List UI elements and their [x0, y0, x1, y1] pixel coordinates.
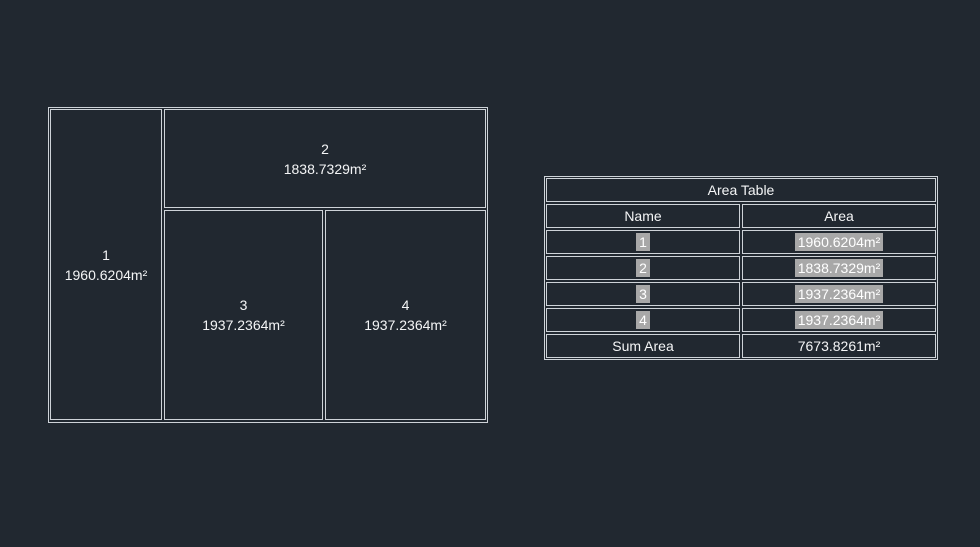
name-field-3[interactable]: 3 [636, 285, 650, 303]
parcel-4-area-label: 1937.2364m² [364, 317, 447, 333]
parcel-4[interactable]: 4 1937.2364m² [325, 210, 486, 420]
parcel-2-label: 2 [321, 140, 329, 157]
parcel-2-area-label: 1838.7329m² [283, 160, 367, 177]
area-table-title: Area Table [707, 182, 775, 198]
table-row-1-name-cell[interactable]: 1 [546, 230, 740, 254]
table-row-2-area-cell[interactable]: 1838.7329m² [742, 256, 936, 280]
name-field-1[interactable]: 1 [636, 233, 650, 251]
parcel-1-area-label: 1960.6204m² [64, 266, 148, 283]
area-field-2[interactable]: 1838.7329m² [794, 259, 884, 277]
parcel-3[interactable]: 3 1937.2364m² [164, 210, 323, 420]
table-row-3-name-cell[interactable]: 3 [546, 282, 740, 306]
table-row-4-name-cell[interactable]: 4 [546, 308, 740, 332]
area-table-title-cell[interactable]: Area Table [546, 178, 936, 202]
table-row-3-area-cell[interactable]: 1937.2364m² [742, 282, 936, 306]
parcel-1[interactable]: 1 1960.6204m² [50, 109, 162, 420]
sum-area-value: 7673.8261m² [797, 338, 881, 354]
area-table[interactable]: Area Table Name Area 1 1960.6204m² 2 183… [544, 176, 938, 360]
column-header-area[interactable]: Area [742, 204, 936, 228]
column-header-name[interactable]: Name [546, 204, 740, 228]
table-row-1-area-cell[interactable]: 1960.6204m² [742, 230, 936, 254]
parcel-3-label: 3 [239, 297, 248, 313]
name-field-2[interactable]: 2 [636, 259, 650, 277]
parcel-3-area-label: 1937.2364m² [202, 317, 285, 333]
sum-area-label-cell[interactable]: Sum Area [546, 334, 740, 358]
area-field-3[interactable]: 1937.2364m² [794, 285, 884, 303]
name-field-4[interactable]: 4 [636, 311, 650, 329]
area-field-4[interactable]: 1937.2364m² [794, 311, 884, 329]
table-row-2-name-cell[interactable]: 2 [546, 256, 740, 280]
parcel-4-label: 4 [401, 297, 410, 313]
parcel-1-label: 1 [102, 246, 110, 263]
column-header-name-label: Name [624, 208, 662, 224]
table-row-4-area-cell[interactable]: 1937.2364m² [742, 308, 936, 332]
parcel-outer-boundary[interactable] [48, 107, 488, 423]
sum-area-label: Sum Area [612, 338, 674, 354]
parcel-2[interactable]: 2 1838.7329m² [164, 109, 486, 208]
area-field-1[interactable]: 1960.6204m² [794, 233, 884, 251]
column-header-area-label: Area [824, 208, 854, 224]
sum-area-value-cell[interactable]: 7673.8261m² [742, 334, 936, 358]
